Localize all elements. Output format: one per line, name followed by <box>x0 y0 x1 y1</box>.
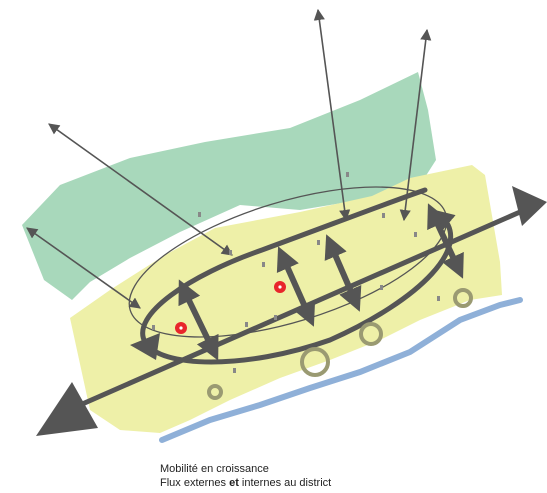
red-node <box>278 285 282 289</box>
external-flow-arrow <box>399 28 432 222</box>
external-flow-arrow <box>26 227 141 309</box>
caption-subtitle: Flux externes et internes au district <box>160 476 331 490</box>
olive-circle <box>207 384 223 400</box>
building-mark <box>198 212 201 217</box>
olive-circles <box>207 288 473 400</box>
building-mark <box>346 172 349 177</box>
olive-circle <box>453 288 473 308</box>
internal-flow-arrow <box>178 279 219 361</box>
caption-subtitle-bold: et <box>229 477 239 489</box>
building-mark <box>382 213 385 218</box>
internal-flow-arrow <box>427 203 464 279</box>
building-mark <box>274 315 277 320</box>
caption-subtitle-part1: Flux externes <box>160 477 230 489</box>
axis-arrowhead-sw <box>36 382 98 436</box>
internal-flow-arrow <box>276 246 316 327</box>
building-mark <box>437 296 440 301</box>
ring-arrowhead <box>130 333 160 360</box>
building-mark <box>380 285 383 290</box>
red-nodes <box>175 281 286 334</box>
river <box>159 297 523 443</box>
building-mark <box>414 232 417 237</box>
olive-circle <box>300 347 330 377</box>
internal-flow-arrow <box>324 234 362 312</box>
caption-subtitle-part2: internes au district <box>238 477 332 489</box>
building-marks <box>152 172 440 373</box>
building-mark <box>245 322 248 327</box>
building-mark <box>233 368 236 373</box>
internal-flows <box>178 203 464 361</box>
caption-title: Mobilité en croissance <box>160 463 269 475</box>
building-mark <box>229 250 232 255</box>
mobility-diagram <box>22 8 547 443</box>
axis-arrowhead-ne <box>512 186 547 226</box>
external-flows <box>26 8 432 309</box>
olive-circle <box>359 322 383 346</box>
external-flow-arrow <box>313 8 351 222</box>
building-mark <box>152 325 155 330</box>
red-node <box>179 326 183 330</box>
building-mark <box>262 262 265 267</box>
building-mark <box>317 240 320 245</box>
external-flow-arrow <box>48 123 233 256</box>
